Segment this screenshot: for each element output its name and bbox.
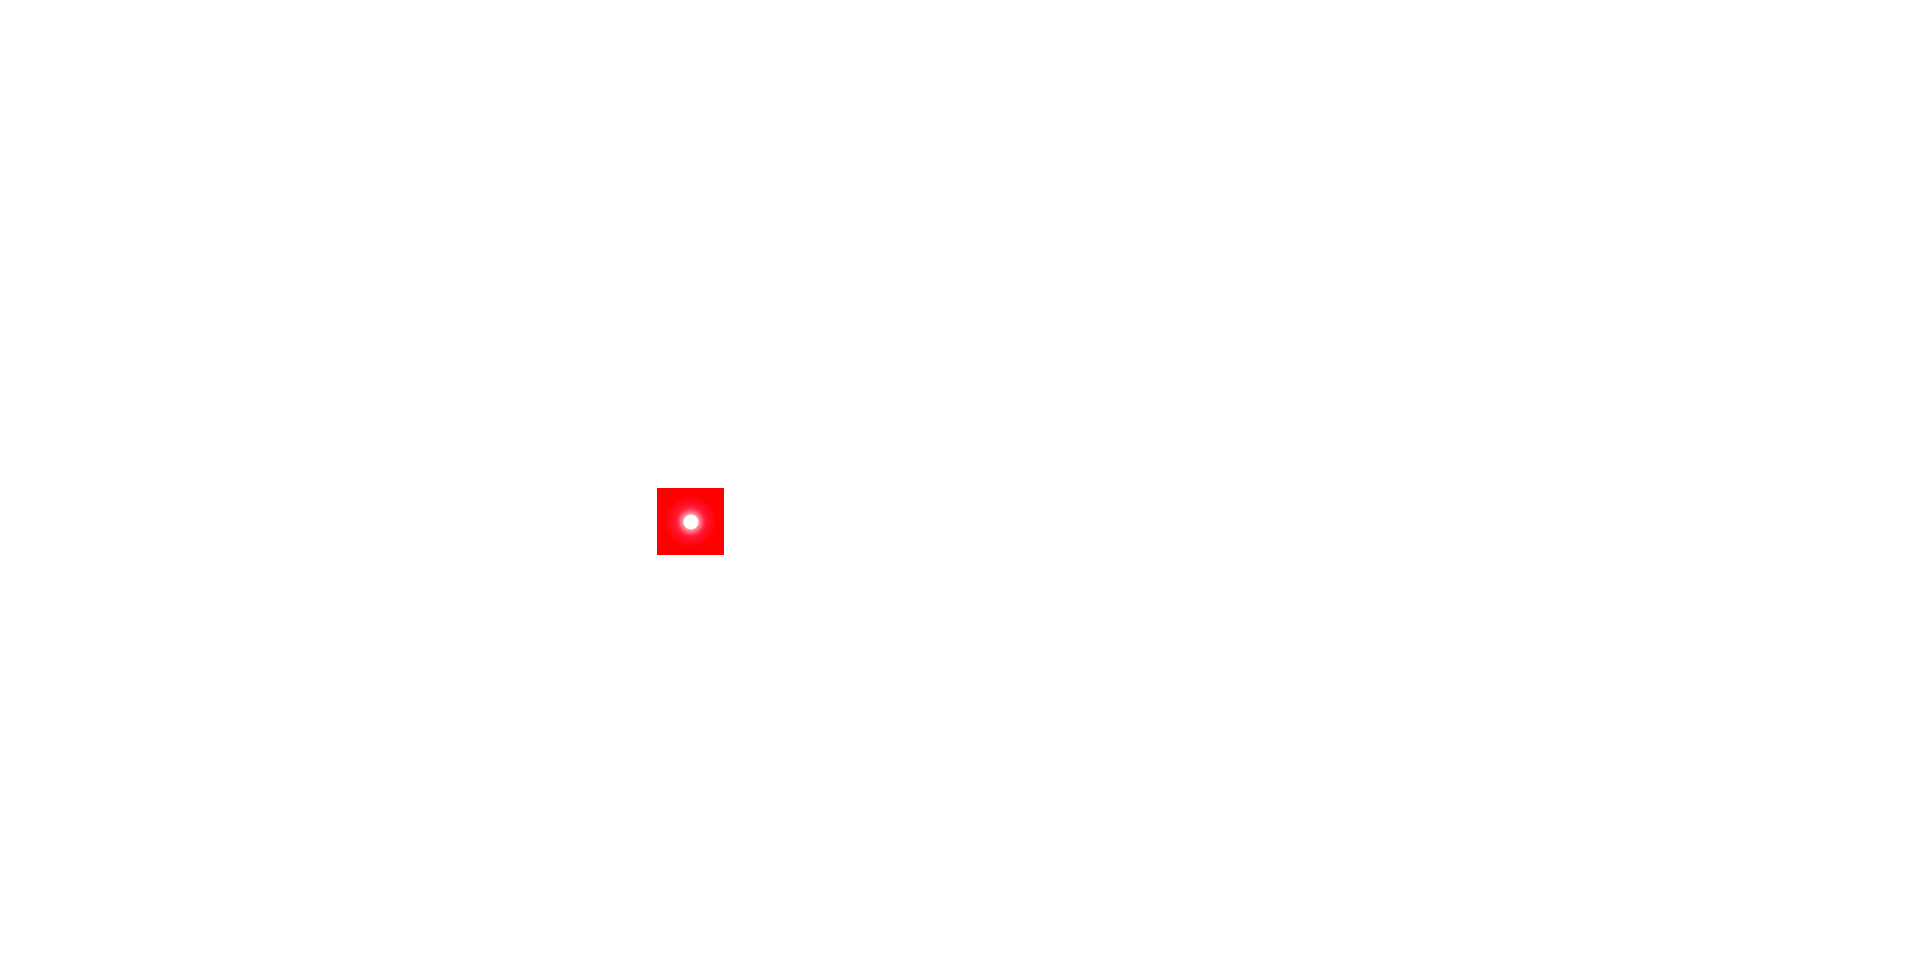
click-target-marker[interactable] xyxy=(657,488,724,555)
marker-center-dot xyxy=(683,514,698,529)
